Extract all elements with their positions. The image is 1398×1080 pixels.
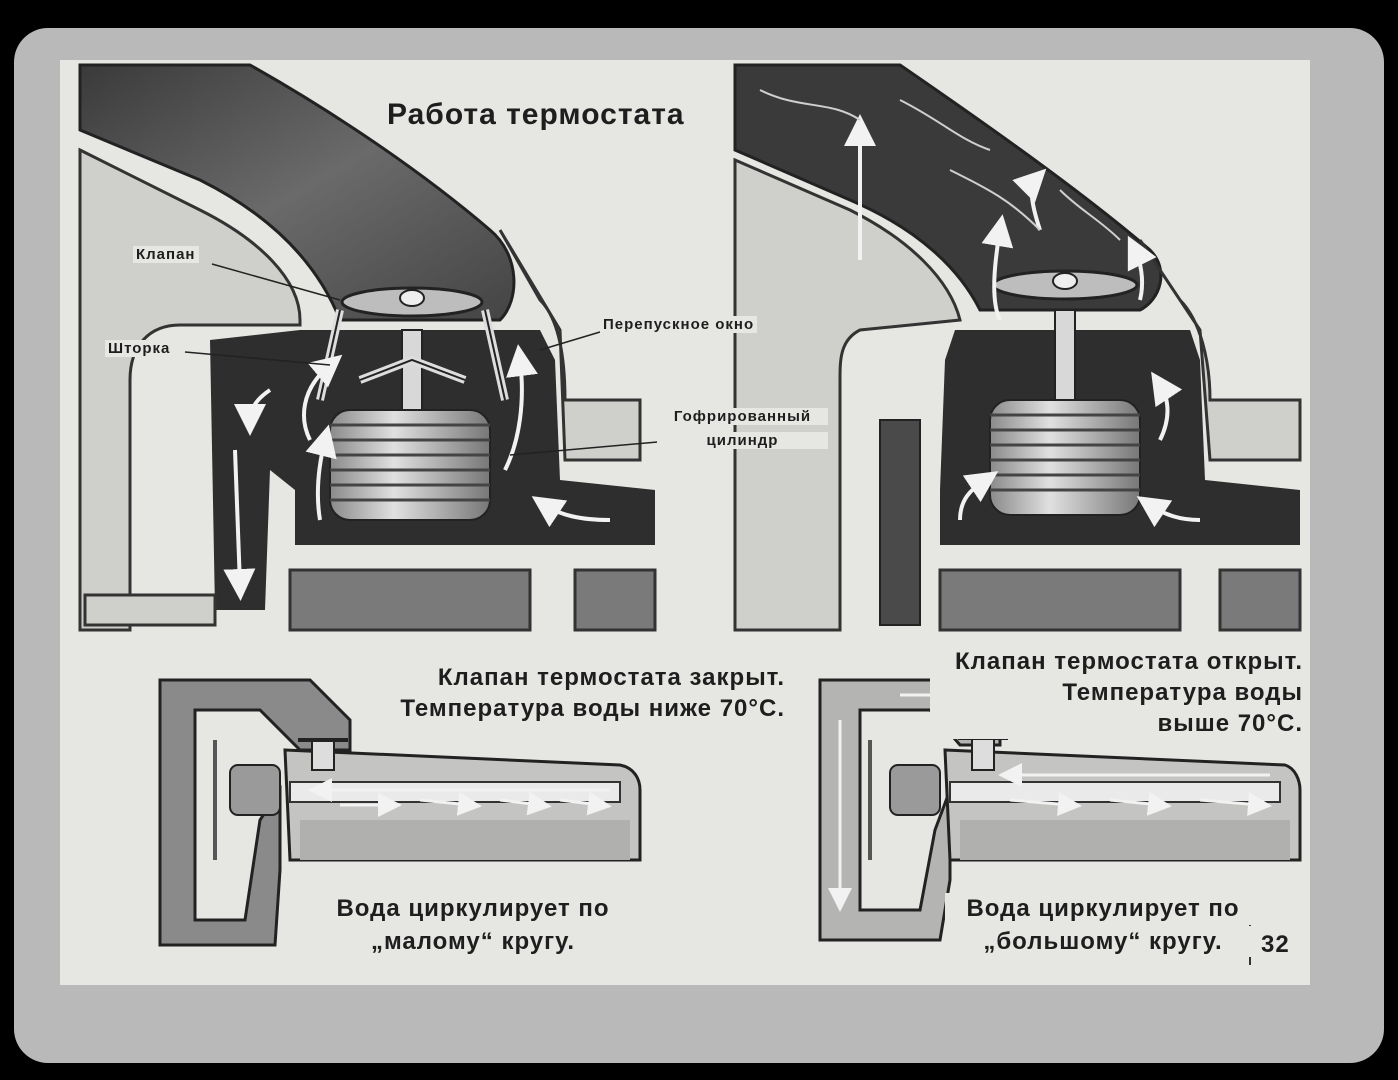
large-circuit-caption-line1: Вода циркулирует по bbox=[945, 893, 1261, 924]
bypass-window-label: Перепускное окно bbox=[600, 316, 758, 333]
small-circuit-caption-line1: Вода циркулирует по bbox=[315, 893, 631, 924]
open-thermostat-section bbox=[733, 63, 1302, 632]
closed-caption-line1: Клапан термостата закрыт. bbox=[360, 662, 788, 693]
large-circuit-caption-line2: „большому“ кругу. bbox=[945, 926, 1261, 957]
large-circuit-diagram bbox=[818, 678, 1302, 942]
valve-label: Клапан bbox=[133, 246, 199, 263]
small-circuit-caption-line2: „малому“ кругу. bbox=[315, 926, 631, 957]
small-circuit-diagram bbox=[158, 678, 642, 947]
open-caption-line1: Клапан термостата открыт. bbox=[930, 646, 1306, 677]
bellows-cylinder-right bbox=[989, 399, 1141, 516]
page-title: Работа термостата bbox=[384, 98, 688, 132]
bellows-cylinder-left bbox=[329, 409, 491, 521]
bellows-label-line2: цилиндр bbox=[657, 432, 828, 449]
shutter-label: Шторка bbox=[105, 340, 174, 357]
closed-thermostat-section bbox=[78, 63, 681, 632]
bellows-label-line1: Гофрированный bbox=[657, 408, 828, 425]
closed-caption-line2: Температура воды ниже 70°С. bbox=[360, 693, 788, 724]
open-caption-line3: выше 70°С. bbox=[930, 708, 1306, 739]
open-caption-line2: Температура воды bbox=[930, 677, 1306, 708]
slide-number: 32 bbox=[1258, 929, 1293, 960]
